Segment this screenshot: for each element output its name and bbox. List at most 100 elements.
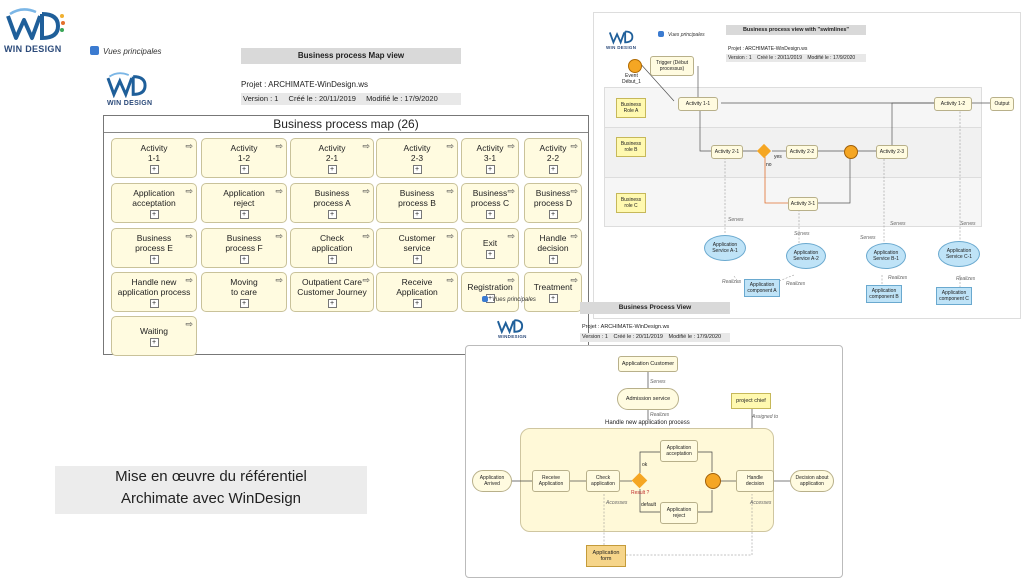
expand-icon[interactable]: + xyxy=(548,254,558,264)
ok-label: ok xyxy=(642,462,648,468)
swimlane-logo-icon xyxy=(608,30,634,45)
expand-icon[interactable]: + xyxy=(548,164,558,174)
view-icon xyxy=(482,296,488,302)
bp-vues-link[interactable]: Vues principales xyxy=(482,296,536,303)
realizes-label: Realizes xyxy=(786,281,806,287)
process-tile[interactable]: ⇨Activity 2-3+ xyxy=(376,138,458,178)
process-arrow-icon: ⇨ xyxy=(185,275,193,285)
application-form: Application form xyxy=(586,545,626,567)
vues-principales-link[interactable]: Vues principales xyxy=(90,46,162,56)
expand-icon[interactable]: + xyxy=(485,164,495,174)
process-tile[interactable]: ⇨Exit+ xyxy=(461,228,519,268)
serves-label: Serves xyxy=(650,379,666,385)
expand-icon[interactable]: + xyxy=(149,337,159,347)
expand-icon[interactable]: + xyxy=(239,209,249,219)
expand-icon[interactable]: + xyxy=(239,298,249,308)
expand-icon[interactable]: + xyxy=(548,209,558,219)
component-b: Application component B xyxy=(866,285,902,303)
expand-icon[interactable]: + xyxy=(327,298,337,308)
swim-project: Projet : ARCHIMATE-WinDesign.ws xyxy=(728,46,808,52)
tile-label: Registration xyxy=(467,281,513,292)
expand-icon[interactable]: + xyxy=(149,164,159,174)
process-tile[interactable]: ⇨Handle new application process+ xyxy=(111,272,197,312)
expand-icon[interactable]: + xyxy=(485,249,495,259)
activity-2-2: Activity 2-2 xyxy=(786,145,818,159)
tile-label: Business process F xyxy=(225,232,263,253)
process-tile[interactable]: ⇨Waiting+ xyxy=(111,316,197,356)
tile-label: Business process B xyxy=(398,187,436,208)
result-label: Result ? xyxy=(631,490,650,496)
expand-icon[interactable]: + xyxy=(412,209,422,219)
main-logo: WIN DESIGN xyxy=(4,6,66,58)
brand-name: WIN DESIGN xyxy=(4,44,62,54)
process-tile[interactable]: ⇨Business process E+ xyxy=(111,228,197,268)
tile-label: Activity 3-1 xyxy=(476,142,504,163)
vues-label: Vues principales xyxy=(492,297,536,303)
process-tile[interactable]: ⇨Registration+ xyxy=(461,272,519,312)
expand-icon[interactable]: + xyxy=(412,298,422,308)
swim-brand: WIN DESIGN xyxy=(606,45,637,50)
expand-icon[interactable]: + xyxy=(149,209,159,219)
map-header-title: Business process Map view xyxy=(241,48,461,64)
tile-label: Activity 1-1 xyxy=(140,142,168,163)
activity-2-3: Activity 2-3 xyxy=(876,145,908,159)
expand-icon[interactable]: + xyxy=(327,254,337,264)
expand-icon[interactable]: + xyxy=(327,209,337,219)
swim-header-title: Business process view with "swimlines" xyxy=(726,25,866,35)
process-tile[interactable]: ⇨Business process F+ xyxy=(201,228,287,268)
process-tile[interactable]: ⇨Application reject+ xyxy=(201,183,287,223)
serves-label: Serves xyxy=(860,235,876,241)
admission-service: Admission service xyxy=(617,388,679,410)
expand-icon[interactable]: + xyxy=(412,254,422,264)
process-tile[interactable]: ⇨Activity 2-2+ xyxy=(524,138,582,178)
application-reject: Application reject xyxy=(660,502,698,524)
expand-icon[interactable]: + xyxy=(149,298,159,308)
modified: Modifié le : 17/9/2020 xyxy=(807,55,856,61)
process-tile[interactable]: ⇨Business process B+ xyxy=(376,183,458,223)
view-icon xyxy=(658,31,664,37)
process-tile[interactable]: ⇨Treatment+ xyxy=(524,272,582,312)
check-application: Check application xyxy=(586,470,620,492)
process-tile[interactable]: ⇨Receive Application+ xyxy=(376,272,458,312)
tile-label: Application acceptation xyxy=(132,187,176,208)
process-tile[interactable]: ⇨Activity 1-2+ xyxy=(201,138,287,178)
role-b: Business role B xyxy=(616,137,646,157)
expand-icon[interactable]: + xyxy=(239,164,249,174)
process-tile[interactable]: ⇨Application acceptation+ xyxy=(111,183,197,223)
process-tile[interactable]: ⇨Business process A+ xyxy=(290,183,374,223)
process-tile[interactable]: ⇨Business process D+ xyxy=(524,183,582,223)
project-chief: project chief xyxy=(731,393,771,409)
service-b1: Application Service B-1 xyxy=(866,243,906,269)
process-tile[interactable]: ⇨Activity 3-1+ xyxy=(461,138,519,178)
service-a2: Application Service A-2 xyxy=(786,243,826,269)
process-tile[interactable]: ⇨Business process C+ xyxy=(461,183,519,223)
default-label: default xyxy=(641,502,657,508)
expand-icon[interactable]: + xyxy=(485,209,495,219)
process-arrow-icon: ⇨ xyxy=(507,141,515,151)
serves-label: Serves xyxy=(728,217,744,223)
caption-line1: Mise en œuvre du référentiel xyxy=(115,468,307,485)
activity-1-2: Activity 1-2 xyxy=(934,97,972,111)
swim-vues-link[interactable]: Vues principales xyxy=(658,31,705,38)
process-tile[interactable]: ⇨Customer service+ xyxy=(376,228,458,268)
service-a1: Application Service A-1 xyxy=(704,235,746,261)
tile-label: Check application xyxy=(311,232,353,253)
expand-icon[interactable]: + xyxy=(149,254,159,264)
process-tile[interactable]: ⇨Moving to care+ xyxy=(201,272,287,312)
activity-3-1: Activity 3-1 xyxy=(788,197,818,211)
process-tile[interactable]: ⇨Outpatient Care Customer Journey+ xyxy=(290,272,374,312)
receive-application: Receive Application xyxy=(532,470,570,492)
process-tile[interactable]: ⇨Activity 2-1+ xyxy=(290,138,374,178)
component-c: Application component C xyxy=(936,287,972,305)
process-arrow-icon: ⇨ xyxy=(185,231,193,241)
realizes-label: Realizes xyxy=(650,412,670,418)
expand-icon[interactable]: + xyxy=(412,164,422,174)
process-tile[interactable]: ⇨Handle decision+ xyxy=(524,228,582,268)
tile-label: Customer service xyxy=(398,232,436,253)
expand-icon[interactable]: + xyxy=(548,293,558,303)
process-tile[interactable]: ⇨Check application+ xyxy=(290,228,374,268)
process-tile[interactable]: ⇨Activity 1-1+ xyxy=(111,138,197,178)
expand-icon[interactable]: + xyxy=(327,164,337,174)
expand-icon[interactable]: + xyxy=(239,254,249,264)
